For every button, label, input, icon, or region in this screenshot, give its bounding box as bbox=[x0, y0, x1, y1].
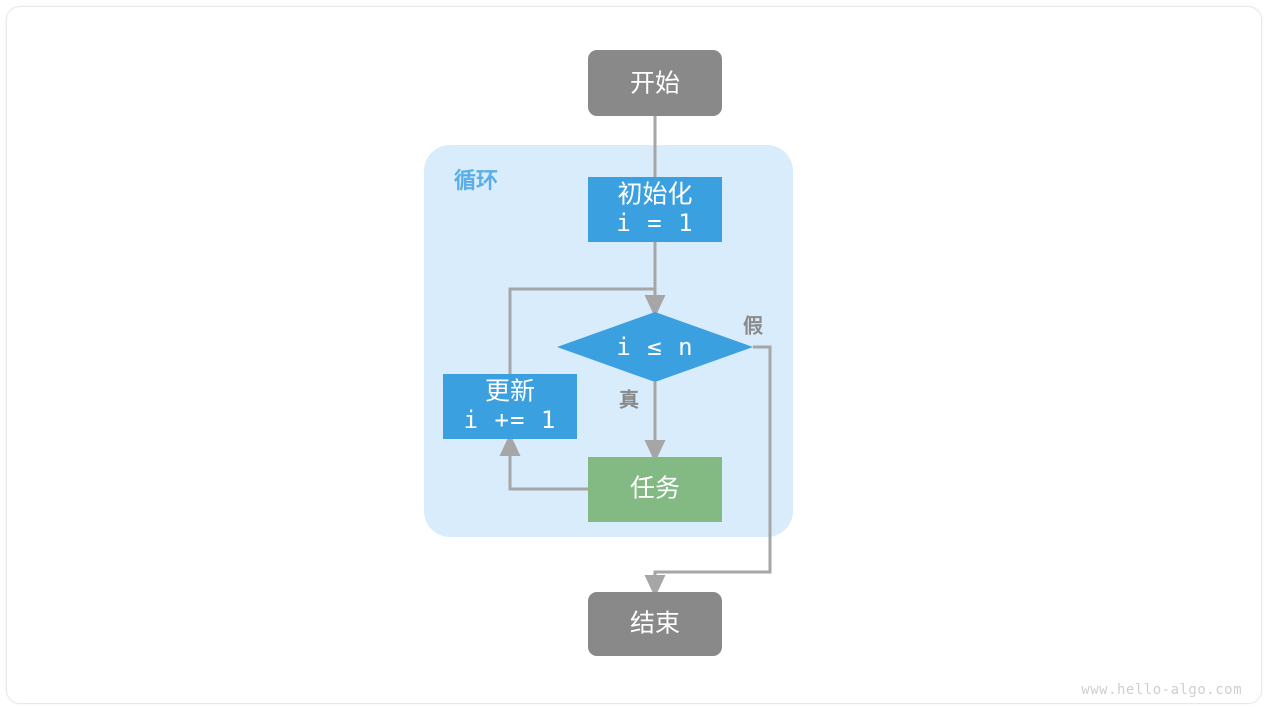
watermark: www.hello-algo.com bbox=[1081, 682, 1242, 698]
update-node[interactable]: 更新 i += 1 bbox=[443, 374, 577, 439]
start-node[interactable]: 开始 bbox=[588, 50, 722, 116]
edges-layer bbox=[499, 116, 772, 598]
edge-update-to-condition bbox=[508, 287, 655, 374]
update-node-label-line2: i += 1 bbox=[464, 406, 557, 434]
edge-labels-layer: 真 假 bbox=[619, 313, 764, 411]
end-node[interactable]: 结束 bbox=[588, 592, 722, 656]
edge-task-to-update bbox=[499, 433, 588, 491]
init-node-label-line1: 初始化 bbox=[617, 181, 692, 209]
edge-label-true: 真 bbox=[619, 387, 639, 411]
init-node-label-line2: i = 1 bbox=[616, 209, 693, 237]
end-node-shape[interactable] bbox=[588, 592, 722, 656]
start-node-shape[interactable] bbox=[588, 50, 722, 116]
condition-node-shape[interactable] bbox=[557, 312, 753, 382]
condition-node[interactable]: i ≤ n bbox=[557, 312, 753, 382]
init-node-shape[interactable] bbox=[588, 177, 722, 242]
update-node-shape[interactable] bbox=[443, 374, 577, 439]
loop-group-label: 循环 bbox=[454, 168, 498, 193]
condition-node-label: i ≤ n bbox=[616, 333, 693, 361]
edge-label-false: 假 bbox=[743, 313, 764, 337]
task-node-shape[interactable] bbox=[588, 457, 722, 522]
task-node[interactable]: 任务 bbox=[588, 457, 722, 522]
end-node-label: 结束 bbox=[630, 610, 680, 638]
init-node[interactable]: 初始化 i = 1 bbox=[588, 177, 722, 242]
start-node-label: 开始 bbox=[630, 70, 680, 98]
edge-condition-false-to-end bbox=[644, 345, 772, 598]
update-node-label-line1: 更新 bbox=[485, 378, 535, 406]
task-node-label: 任务 bbox=[630, 475, 680, 503]
